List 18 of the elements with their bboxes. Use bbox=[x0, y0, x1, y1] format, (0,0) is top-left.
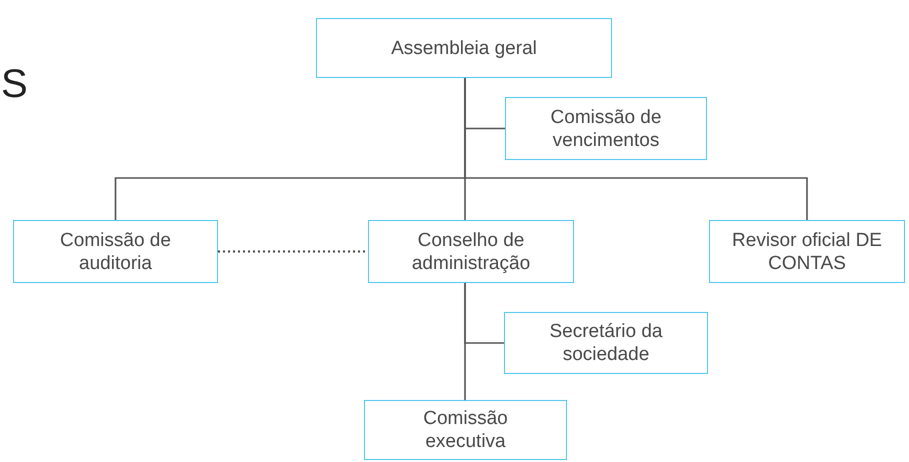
box-label: Comissão executiva bbox=[422, 407, 509, 453]
box-label: Secretário da sociedade bbox=[548, 320, 664, 366]
box-label: Assembleia geral bbox=[391, 36, 537, 60]
box-label: Comissão de vencimentos bbox=[550, 106, 662, 152]
org-box bbox=[709, 220, 905, 283]
org-box bbox=[13, 220, 218, 283]
org-box bbox=[505, 97, 707, 160]
box-label: Conselho de administração bbox=[410, 228, 532, 274]
org-box bbox=[316, 18, 612, 78]
connector-line bbox=[464, 283, 466, 400]
org-box bbox=[368, 220, 574, 283]
box-label: Comissão de auditoria bbox=[59, 228, 172, 274]
heading-fragment: S bbox=[1, 62, 28, 107]
box-label: Revisor oficial DE CONTAS bbox=[732, 228, 882, 274]
org-box bbox=[364, 400, 567, 460]
dotted-connector bbox=[218, 250, 368, 253]
connector-line bbox=[464, 78, 808, 220]
org-box bbox=[504, 312, 708, 374]
